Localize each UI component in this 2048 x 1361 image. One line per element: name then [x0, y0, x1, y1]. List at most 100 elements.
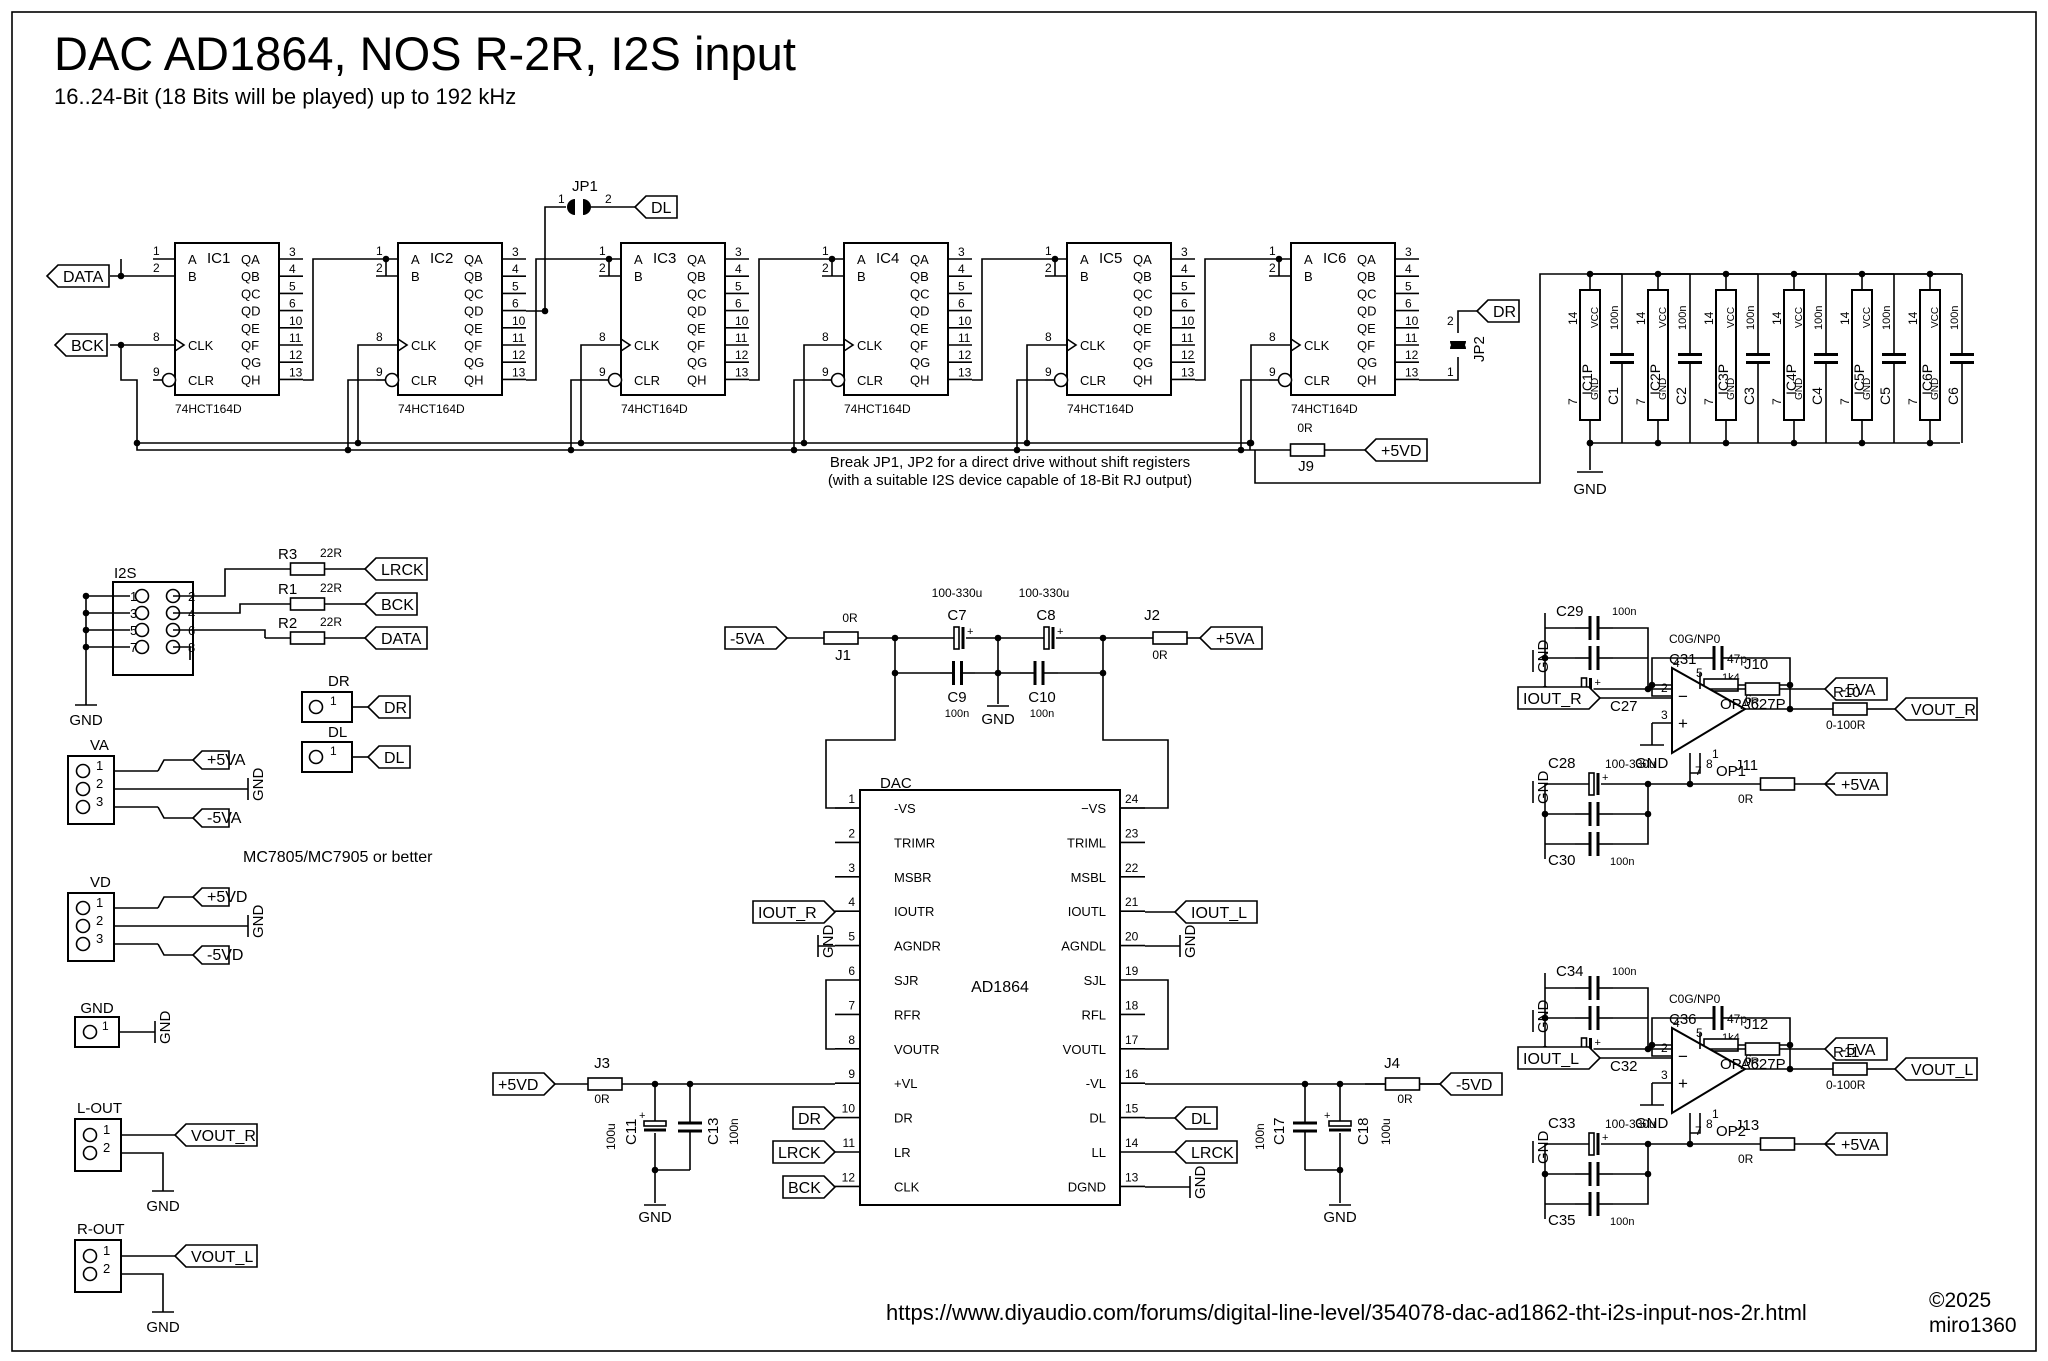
i2s-net-bck-flag [363, 592, 418, 616]
vd-pos-flag [191, 887, 230, 907]
op1-out-res-value: 0-100R [1826, 718, 1866, 732]
chip-ic1-pin-name: A [188, 252, 197, 267]
chip-ic1-pin-name: QH [241, 372, 261, 387]
op1-feedback-cap-ref: C31 [1669, 651, 1697, 668]
j9-ref: J9 [1298, 458, 1314, 475]
chip-ic2-pin-name: QG [464, 355, 484, 370]
op1-pin-num: 6 [1745, 692, 1752, 706]
chip-ic4-pin-name: CLR [857, 373, 883, 388]
chip-ic3-pin-name: QA [687, 252, 706, 267]
chip-ic1-pin-num: 8 [153, 330, 160, 344]
op1-c-top-value: 100n [1612, 606, 1636, 618]
chip-ic3-pin-num: 5 [735, 279, 742, 293]
op2-opamp [1671, 1026, 1747, 1115]
c11-value: 100u [604, 1123, 618, 1150]
chip-ic5-pin-name: QH [1133, 372, 1153, 387]
dac-ad1864 [859, 789, 1121, 1206]
supply-neg-5va: -5VA [730, 631, 765, 648]
jp2-dr-flag [1475, 299, 1520, 323]
source-url[interactable]: https://www.diyaudio.com/forums/digital-… [886, 1300, 1807, 1325]
chip-ic2-pin-num: 2 [376, 261, 383, 275]
jp1-pin: 2 [605, 192, 612, 206]
op2-j-neg-ref: J12 [1744, 1016, 1768, 1033]
dac-pin-num: 13 [1125, 1170, 1139, 1184]
chip-ic2-pin-name: CLR [411, 373, 437, 388]
bck-input-flag [53, 333, 108, 357]
wire [173, 646, 191, 660]
gnd-c18-label: GND [1323, 1209, 1357, 1226]
junction-dot [1648, 1041, 1656, 1049]
vd-gnd: GND [250, 905, 267, 939]
op2-c-top-ref: C34 [1556, 963, 1584, 980]
power-ic2p-ref: IC2P [1647, 364, 1663, 395]
junction-dot [1541, 1014, 1549, 1022]
wire [1250, 344, 1269, 443]
chip-ic3-pin-name: QB [687, 269, 706, 284]
chip-ic4-pin-name: QF [910, 338, 928, 353]
junction-dot [1786, 1065, 1794, 1073]
dr-pin-num: 1 [330, 694, 337, 708]
lout-gnd-label: GND [146, 1198, 180, 1215]
chip-ic2-pin-num: 13 [512, 365, 526, 379]
dl-net: DL [384, 750, 405, 767]
wire [570, 379, 599, 450]
i2s-resistor-ref: R1 [278, 581, 297, 598]
dl-pin-num: 1 [330, 744, 337, 758]
chip-ic5 [1066, 242, 1172, 396]
chip-ic6-pin-name: QF [1357, 338, 1375, 353]
c8-electrolytic [1043, 626, 1050, 650]
i2s-pin-num: 1 [130, 589, 137, 604]
power-ic5p-pin: 7 [1838, 398, 1852, 405]
power-cap-ref: C1 [1605, 387, 1621, 405]
op1-output-flag [1893, 697, 1978, 721]
junction-dot [994, 669, 1002, 677]
chip-ic4-pin-num: 6 [958, 297, 965, 311]
i2s-ref: I2S [114, 565, 137, 582]
dac-part: AD1864 [971, 979, 1029, 996]
junction-dot [1686, 780, 1694, 788]
chip-ic1-pin-num: 12 [289, 348, 303, 362]
va-pin [75, 781, 91, 797]
dac-pin-num: 22 [1125, 861, 1139, 875]
chip-ic3-pin-name: QG [687, 355, 707, 370]
wire [526, 258, 599, 381]
dac-pin-num: 3 [848, 861, 855, 875]
wire [1145, 979, 1169, 1050]
chip-ic4-pin-name: QE [910, 321, 929, 336]
junction-dot [1644, 810, 1652, 818]
dr-net: DR [384, 700, 407, 717]
op2-c-elec2-value: 100-330u [1605, 1117, 1656, 1131]
chip-ic1-pin-name: QA [241, 252, 260, 267]
data-input-flag [45, 264, 110, 288]
power-ic1p-gnd: GND [1590, 378, 1601, 400]
junction-dot [344, 446, 352, 454]
op1-neg-supply: -5VA [1841, 682, 1876, 699]
op1-pin-num: 2 [1661, 681, 1668, 695]
chip-ic2-clk-mark [397, 338, 409, 352]
j1-ref: J1 [835, 647, 851, 664]
dac-iout-r-flag [752, 900, 837, 924]
power-ic1p-pin: 7 [1566, 398, 1580, 405]
op1-pos-supply-flag [1823, 772, 1888, 796]
junction-dot [891, 669, 899, 677]
power-ic3p-vcc: VCC [1726, 307, 1737, 328]
vd-ref: VD [90, 874, 111, 891]
power-ic4p-gnd: GND [1794, 378, 1805, 400]
chip-ic2-pin-num: 4 [512, 262, 519, 276]
op2-input-flag [1517, 1046, 1602, 1070]
wire [1240, 379, 1269, 450]
chip-ic1-pin-num: 3 [289, 245, 296, 259]
copyright-block: ©2025 miro1360 [1929, 1288, 2017, 1338]
vd-neg-flag [191, 945, 230, 965]
wire [1457, 310, 1480, 333]
wire [121, 1273, 164, 1312]
chip-ic6-pin-name: CLK [1304, 338, 1330, 353]
j1-resistor [823, 631, 859, 645]
dac-pin-num: 17 [1125, 1033, 1139, 1047]
vd-pin [75, 918, 91, 934]
i2s-resistor-ref: R2 [278, 615, 297, 632]
chip-ic5-pin-name: B [1080, 269, 1089, 284]
chip-ic2-pin-name: A [411, 252, 420, 267]
note-i2s-device: (with a suitable I2S device capable of 1… [828, 472, 1192, 489]
chip-ic6-pin-num: 8 [1269, 330, 1276, 344]
